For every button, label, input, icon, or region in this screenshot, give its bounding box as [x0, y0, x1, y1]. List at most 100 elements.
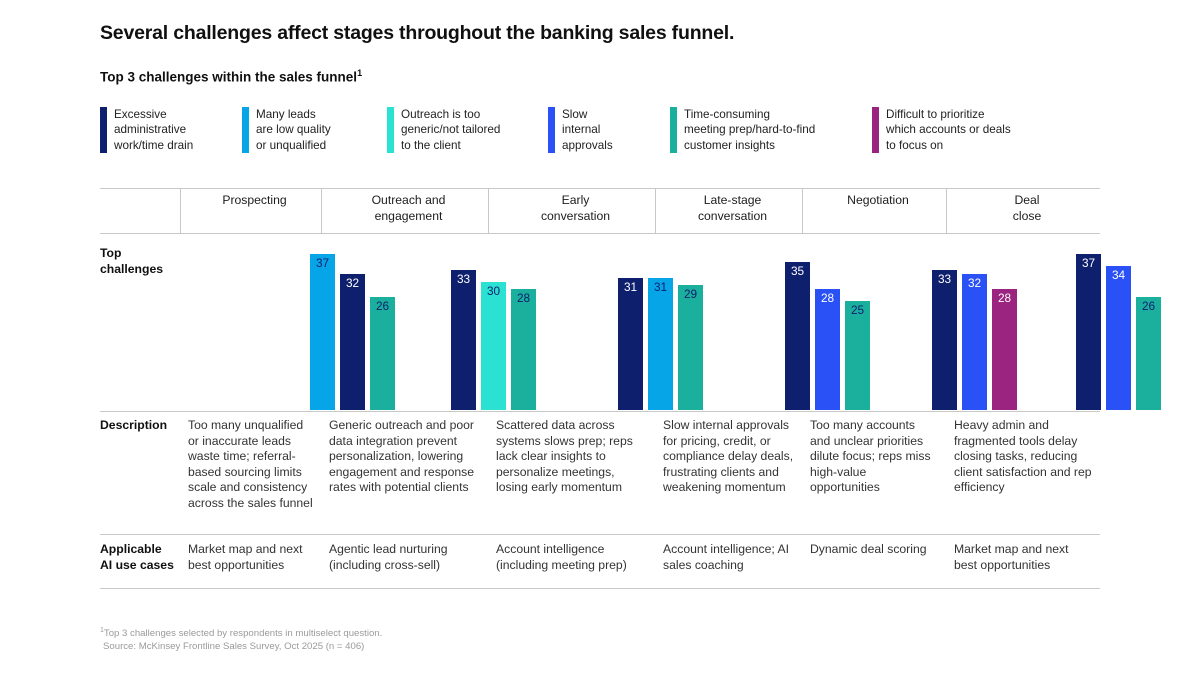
bar-value-label: 37 [1081, 255, 1096, 270]
bar[interactable]: 28 [511, 289, 536, 410]
ai-use-case-cell-1: Market map and next best opportunities [188, 542, 303, 572]
bar[interactable]: 28 [992, 289, 1017, 410]
bar[interactable]: 28 [815, 289, 840, 410]
bar-group-4: 35 28 25 [785, 238, 870, 410]
row-label-ai-use-cases: Applicable AI use cases [100, 542, 174, 572]
bar-group-3: 31 31 29 [618, 238, 703, 410]
header-divider-3 [488, 189, 489, 233]
bar[interactable]: 33 [451, 269, 476, 410]
ai-use-case-cell-6: Market map and next best opportunities [954, 542, 1069, 572]
chart-legend: Excessive administrative work/time drain… [100, 107, 1100, 157]
rule-under-headers [100, 233, 1100, 234]
rule-bottom [100, 588, 1100, 589]
bar-value-label: 32 [967, 275, 982, 290]
bar[interactable]: 31 [618, 277, 643, 410]
rule-under-chart [100, 411, 1100, 412]
page-title: Several challenges affect stages through… [100, 22, 735, 44]
header-divider-4 [655, 189, 656, 233]
footnote-text-1: Top 3 challenges selected by respondents… [103, 628, 383, 640]
ai-use-case-cell-5: Dynamic deal scoring [810, 542, 927, 556]
bar[interactable]: 25 [845, 301, 870, 410]
bar-group-5: 33 32 28 [932, 238, 1017, 410]
header-divider-6 [946, 189, 947, 233]
description-cell-3: Scattered data across systems slows prep… [496, 418, 633, 495]
column-header-3[interactable]: Early conversation [540, 193, 611, 223]
description-cell-5: Too many accounts and unclear priorities… [810, 418, 931, 495]
legend-item-label: Slow internal approvals [562, 108, 613, 152]
bar-value-label: 26 [375, 299, 390, 314]
legend-item[interactable]: Many leads are low quality or unqualifie… [242, 107, 331, 153]
legend-swatch-icon [387, 107, 394, 153]
subtitle-footnote-marker: 1 [357, 68, 363, 78]
bar[interactable]: 33 [932, 269, 957, 410]
header-divider-5 [802, 189, 803, 233]
description-cell-1: Too many unqualified or inaccurate leads… [188, 418, 313, 510]
column-header-2[interactable]: Outreach and engagement [371, 193, 446, 223]
legend-item-label: Time-consuming meeting prep/hard-to-find… [684, 108, 816, 152]
description-cell-2: Generic outreach and poor data integrati… [329, 418, 475, 495]
bar[interactable]: 26 [1136, 297, 1161, 410]
bar-value-label: 35 [790, 263, 805, 278]
column-header-1[interactable]: Prospecting [222, 193, 287, 207]
rule-top [100, 188, 1100, 189]
legend-item-label: Outreach is too generic/not tailored to … [401, 108, 501, 152]
legend-item-label: Difficult to prioritize which accounts o… [886, 108, 1011, 152]
ai-use-case-cell-2: Agentic lead nurturing (including cross-… [329, 542, 448, 572]
rule-under-description [100, 534, 1100, 535]
bar-group-2: 33 30 28 [451, 238, 536, 410]
footnote-line-1: 1Top 3 challenges selected by respondent… [100, 625, 382, 641]
legend-item-label: Excessive administrative work/time drain [114, 108, 194, 152]
legend-item[interactable]: Slow internal approvals [548, 107, 613, 153]
footnote-marker: 1 [100, 627, 104, 634]
footnote-block: 1Top 3 challenges selected by respondent… [100, 625, 382, 653]
legend-swatch-icon [548, 107, 555, 153]
legend-swatch-icon [100, 107, 107, 153]
legend-swatch-icon [242, 107, 249, 153]
legend-item[interactable]: Outreach is too generic/not tailored to … [387, 107, 500, 153]
footnote-line-2: Source: McKinsey Frontline Sales Survey,… [103, 640, 365, 652]
bar-value-label: 33 [456, 271, 471, 286]
bar-value-label: 33 [937, 271, 952, 286]
bar-value-label: 32 [345, 275, 360, 290]
header-divider-1 [180, 189, 181, 233]
column-header-4[interactable]: Late-stage conversation [697, 193, 768, 223]
bar-value-label: 30 [486, 283, 501, 298]
bar-value-label: 29 [683, 287, 698, 302]
bar[interactable]: 32 [340, 273, 365, 410]
legend-swatch-icon [872, 107, 879, 153]
description-cell-4: Slow internal approvals for pricing, cre… [663, 418, 794, 495]
bar[interactable]: 26 [370, 297, 395, 410]
bar-value-label: 26 [1141, 299, 1156, 314]
chart-subtitle: Top 3 challenges within the sales funnel… [100, 68, 362, 85]
row-label-top-challenges: Top challenges [100, 246, 163, 276]
bar[interactable]: 34 [1106, 265, 1131, 410]
bar-group-1: 37 32 26 [310, 238, 395, 410]
description-cell-6: Heavy admin and fragmented tools delay c… [954, 418, 1092, 495]
bar[interactable]: 37 [1076, 253, 1101, 410]
bar-value-label: 28 [997, 291, 1012, 306]
column-header-6[interactable]: Deal close [1012, 193, 1042, 223]
legend-item[interactable]: Excessive administrative work/time drain [100, 107, 193, 153]
legend-item-label: Many leads are low quality or unqualifie… [256, 108, 331, 152]
bar[interactable]: 32 [962, 273, 987, 410]
ai-use-case-cell-3: Account intelligence (including meeting … [496, 542, 627, 572]
legend-item[interactable]: Time-consuming meeting prep/hard-to-find… [670, 107, 815, 153]
bar[interactable]: 30 [481, 281, 506, 410]
bar[interactable]: 31 [648, 277, 673, 410]
bar-group-6: 37 34 26 [1076, 238, 1161, 410]
grouped-bar-chart: 37 32 26 33 30 28 31 31 29 35 28 25 33 32 28 37 34 26 [100, 238, 1161, 410]
column-header-5[interactable]: Negotiation [847, 193, 909, 207]
ai-use-case-cell-4: Account intelligence; AI sales coaching [663, 542, 790, 572]
bar-value-label: 25 [850, 303, 865, 318]
bar-value-label: 31 [623, 279, 638, 294]
legend-item[interactable]: Difficult to prioritize which accounts o… [872, 107, 1011, 153]
bar-value-label: 28 [516, 291, 531, 306]
bar[interactable]: 29 [678, 285, 703, 410]
bar-value-label: 37 [315, 255, 330, 270]
row-label-description: Description [100, 418, 168, 432]
bar[interactable]: 37 [310, 253, 335, 410]
bar-value-label: 34 [1111, 267, 1126, 282]
bar[interactable]: 35 [785, 261, 810, 410]
legend-swatch-icon [670, 107, 677, 153]
